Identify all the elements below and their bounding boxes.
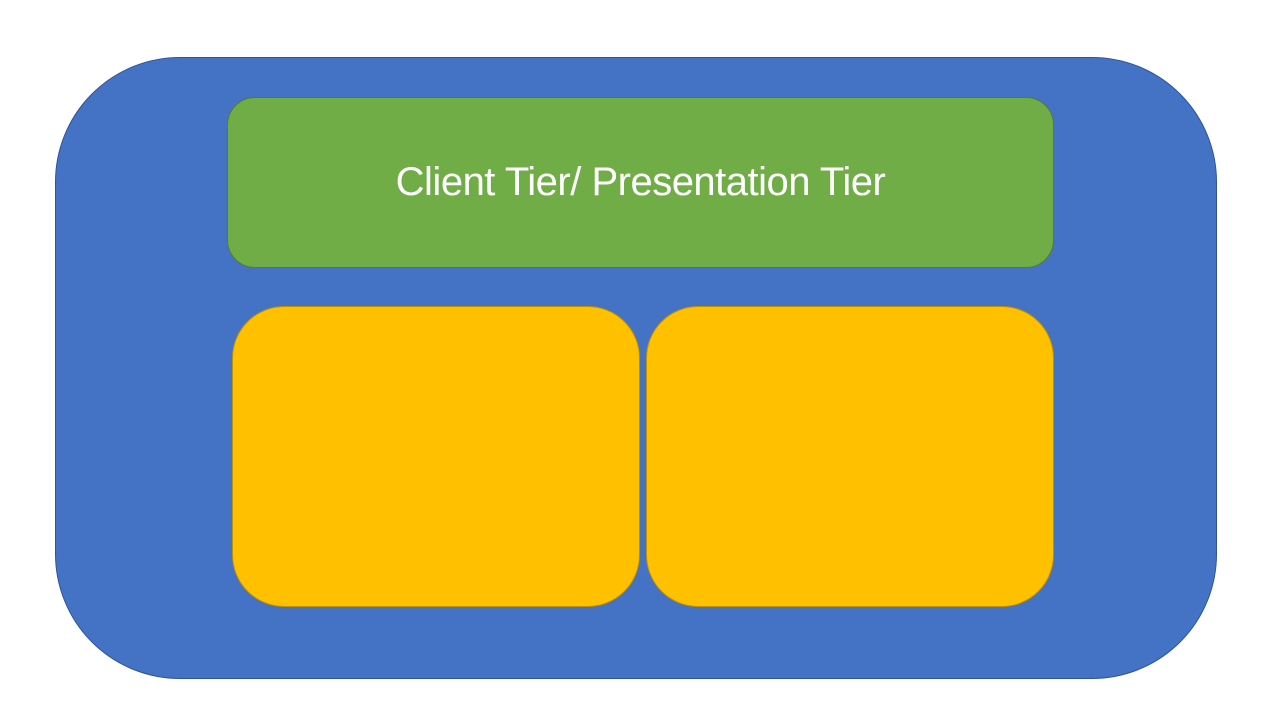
lower-left-box <box>232 306 640 607</box>
client-tier-label: Client Tier/ Presentation Tier <box>395 160 886 204</box>
lower-right-box <box>646 306 1054 607</box>
client-tier-box: Client Tier/ Presentation Tier <box>227 97 1054 268</box>
